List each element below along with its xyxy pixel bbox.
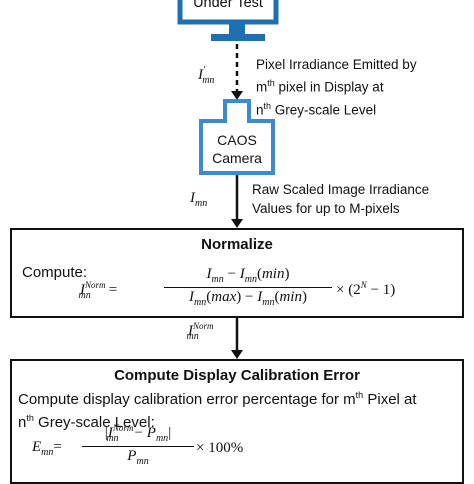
arrow2-note: Raw Scaled Image Irradiance Values for u… bbox=[252, 180, 429, 218]
camera-icon bbox=[199, 99, 275, 175]
arrow1-note-line2: mth pixel in Display at bbox=[256, 74, 417, 97]
arrow1-note-line2-a: m bbox=[256, 79, 268, 95]
arrow1-note-line3-b: Grey-scale Level bbox=[271, 102, 377, 117]
arrow1-note-line3-a: n bbox=[256, 102, 264, 117]
arrow1-note: Pixel Irradiance Emitted by mth pixel in… bbox=[256, 55, 417, 119]
calibration-factor: × 100% bbox=[196, 440, 244, 456]
calibration-description-line2: nth Grey-scale Level: bbox=[18, 409, 417, 432]
calibration-fraction-bar bbox=[82, 446, 194, 447]
calibration-box: Compute Display Calibration Error Comput… bbox=[10, 359, 464, 484]
camera-label-line2: Camera bbox=[212, 150, 262, 166]
arrow-normalize-to-calibration bbox=[231, 318, 243, 359]
normalized-irradiance-symbol: INormmn bbox=[186, 321, 214, 342]
arrow2-note-line1: Raw Scaled Image Irradiance bbox=[252, 182, 430, 197]
calibration-description-line2-sup: th bbox=[26, 413, 34, 423]
calibration-description-line1-sup: th bbox=[355, 390, 364, 400]
calibration-title: Compute Display Calibration Error bbox=[114, 367, 360, 384]
calibration-description: Compute display calibration error percen… bbox=[18, 386, 417, 432]
display-label: Under Test bbox=[193, 0, 263, 11]
normalize-denominator: Imn(max) − Imn(min) bbox=[189, 289, 307, 308]
calibration-description-line2-a: n bbox=[18, 414, 27, 431]
normalize-fraction: Imn − Imn(min) Imn(max) − Imn(min) bbox=[164, 266, 332, 308]
normalize-numerator: Imn − Imn(min) bbox=[206, 266, 290, 285]
normalize-factor: × (2N − 1) bbox=[336, 280, 396, 298]
normalize-compute-label: Compute: bbox=[22, 264, 88, 281]
normalize-box: Normalize Compute: INormmn= Imn − Imn(mi… bbox=[10, 228, 464, 318]
arrow1-note-line2-sup: th bbox=[267, 78, 275, 88]
calibration-description-line1-a: Compute display calibration error percen… bbox=[18, 391, 356, 408]
calibration-description-line2-b: Grey-scale Level: bbox=[33, 414, 155, 431]
calibration-fraction: |INormmn− Pmn| Pmn bbox=[82, 423, 194, 467]
raw-irradiance-symbol: Imn bbox=[190, 190, 208, 209]
calibration-numerator: |INormmn− Pmn| bbox=[104, 423, 172, 444]
irradiance-emitted-symbol: I′mn bbox=[198, 65, 215, 86]
normalize-title: Normalize bbox=[201, 236, 273, 253]
flow-connectors bbox=[177, 0, 279, 359]
monitor-icon bbox=[177, 0, 279, 41]
arrow1-note-line3-sup: th bbox=[263, 100, 272, 111]
camera-label-line1: CAOS bbox=[217, 132, 257, 148]
arrow1-note-line1: Pixel Irradiance Emitted by bbox=[256, 57, 417, 72]
arrow1-note-line2-b: pixel in Display at bbox=[274, 79, 384, 95]
calibration-denominator: Pmn bbox=[127, 448, 149, 467]
arrow-camera-to-normalize bbox=[231, 175, 243, 228]
arrow-display-to-camera bbox=[231, 44, 243, 100]
camera-label: CAOS Camera bbox=[203, 131, 271, 167]
normalize-fraction-bar bbox=[164, 287, 332, 288]
calibration-lhs: Emn= bbox=[32, 439, 62, 458]
calibration-description-line1: Compute display calibration error percen… bbox=[18, 386, 417, 409]
normalize-lhs: INormmn= bbox=[78, 280, 118, 301]
arrow2-note-line2: Values for up to M-pixels bbox=[252, 201, 400, 216]
arrow1-note-line3: nth Grey-scale Level bbox=[256, 97, 417, 120]
calibration-description-line1-b: Pixel at bbox=[363, 391, 417, 408]
